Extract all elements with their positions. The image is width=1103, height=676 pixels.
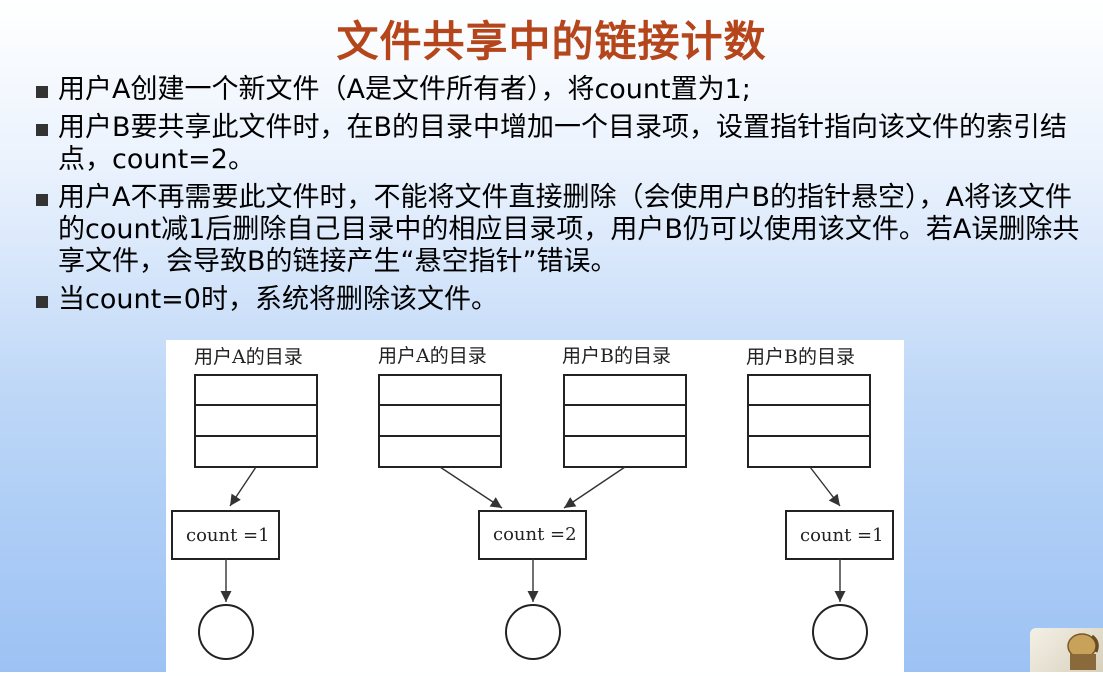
bullet-text: 用户B要共享此文件时，在B的目录中增加一个目录项，设置指针指向该文件的索引结点，…	[58, 112, 1068, 175]
link-count-diagram: 用户A的目录 用户A的目录 用户B的目录 用户B的目录	[166, 340, 904, 672]
node-arrows	[220, 559, 846, 602]
dir-label-b1: 用户B的目录	[562, 345, 671, 367]
pointer-arrows	[229, 466, 841, 509]
bullet-square-icon	[36, 124, 48, 136]
bullet-text: 用户A不再需要此文件时，不能将文件直接删除（会使用户B的指针悬空），A将该文件的…	[58, 182, 1080, 277]
slide-title: 文件共享中的链接计数	[336, 17, 767, 66]
arrow-a1	[229, 466, 257, 507]
file-node-right	[812, 604, 868, 660]
bullet-item: 用户B要共享此文件时，在B的目录中增加一个目录项，设置指针指向该文件的索引结点，…	[36, 112, 1086, 176]
dir-table-a1	[194, 374, 318, 468]
bullet-item: 用户A不再需要此文件时，不能将文件直接删除（会使用户B的指针悬空），A将该文件的…	[36, 182, 1086, 278]
count-box-middle: count =2	[478, 510, 587, 560]
count-box-right: count =1	[785, 510, 894, 560]
file-node-middle	[505, 604, 561, 660]
cartoon-figure-icon	[1030, 628, 1103, 672]
bullet-item: 用户A创建一个新文件（A是文件所有者），将count置为1;	[36, 74, 1086, 106]
arrow-b1	[563, 466, 626, 509]
dir-label-a2: 用户A的目录	[378, 345, 487, 367]
dir-label-b2: 用户B的目录	[746, 346, 855, 368]
dir-table-a2	[378, 374, 502, 468]
arrow-a2	[439, 466, 503, 509]
bullet-text: 用户A创建一个新文件（A是文件所有者），将count置为1;	[58, 74, 751, 105]
dir-table-b2	[747, 374, 871, 468]
bullet-square-icon	[36, 194, 48, 206]
count-label: count =2	[493, 524, 577, 545]
count-label: count =1	[800, 525, 884, 546]
file-node-left	[198, 604, 254, 660]
bullet-square-icon	[36, 296, 48, 308]
count-label: count =1	[186, 525, 270, 546]
bullet-item: 当count=0时，系统将删除该文件。	[36, 284, 1086, 316]
bullet-list: 用户A创建一个新文件（A是文件所有者），将count置为1; 用户B要共享此文件…	[36, 74, 1086, 322]
bullet-square-icon	[36, 86, 48, 98]
bullet-text: 当count=0时，系统将删除该文件。	[58, 284, 498, 315]
count-box-left: count =1	[171, 510, 280, 560]
dir-label-a1: 用户A的目录	[194, 346, 303, 368]
arrow-b2	[809, 466, 841, 507]
dir-table-b1	[563, 374, 687, 468]
